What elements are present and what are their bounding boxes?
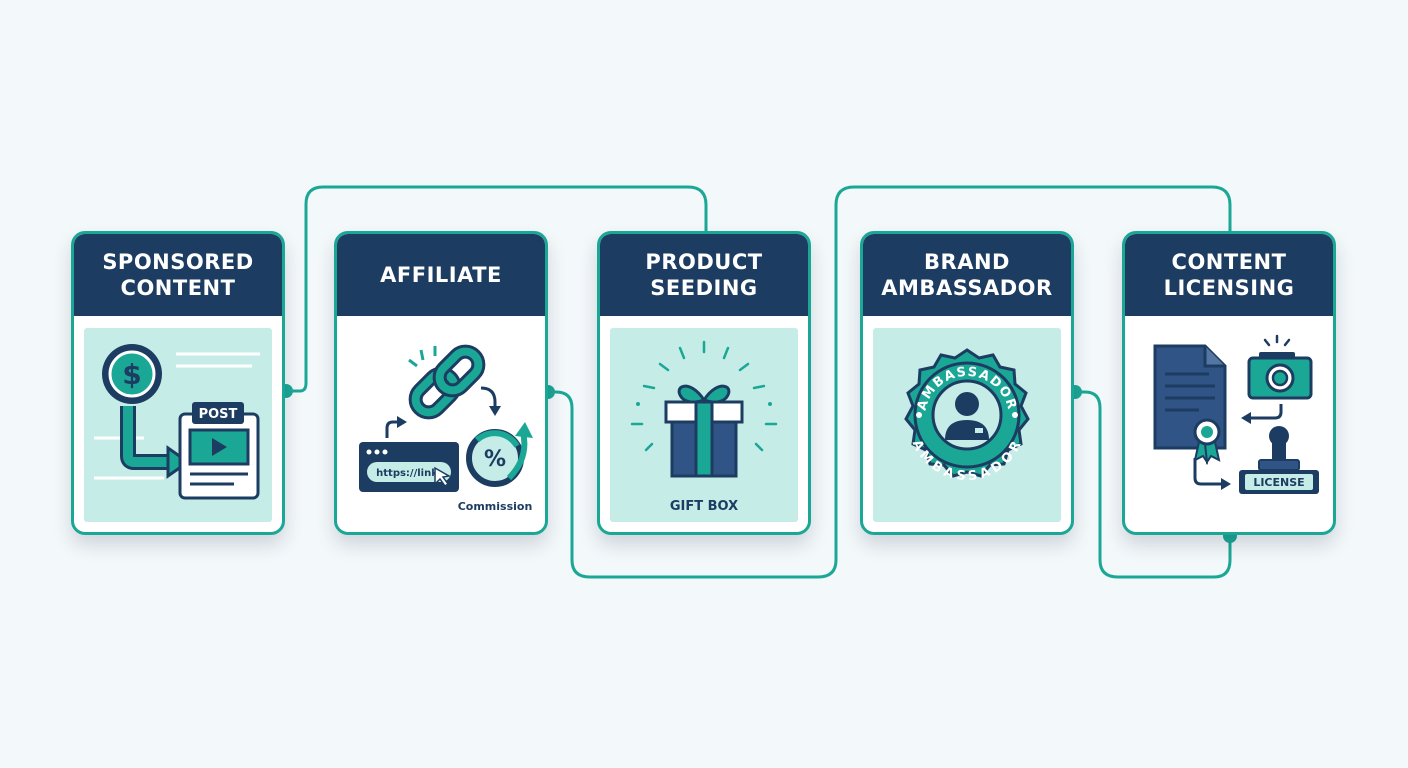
svg-text:$: $ xyxy=(122,358,141,391)
card-product-seeding[interactable]: PRODUCT SEEDING GIF xyxy=(597,231,811,535)
card-title: CONTENT LICENSING xyxy=(1163,250,1295,300)
svg-text:%: % xyxy=(484,447,506,472)
link-commission-icon: https://link % Commission xyxy=(359,344,533,513)
card-header: SPONSORED CONTENT xyxy=(74,234,282,316)
card-header: PRODUCT SEEDING xyxy=(600,234,808,316)
arrow-icon xyxy=(120,406,170,470)
card-brand-ambassador[interactable]: BRAND AMBASSADOR AMBASSADOR AMBASSADOR xyxy=(860,231,1074,535)
certificate-seal-icon xyxy=(1193,418,1221,465)
chain-link-icon xyxy=(408,344,486,420)
card-title: SPONSORED CONTENT xyxy=(102,250,254,300)
card-title: BRAND AMBASSADOR xyxy=(881,250,1053,300)
ambassador-badge-icon: AMBASSADOR AMBASSADOR xyxy=(904,348,1030,484)
dollar-to-post-icon: $ POST xyxy=(94,344,260,500)
card-title: PRODUCT SEEDING xyxy=(645,250,763,300)
play-icon xyxy=(212,438,227,456)
card-illustration: $ POST xyxy=(84,328,272,522)
url-text: https://link xyxy=(376,468,438,479)
card-illustration: https://link % Commission xyxy=(347,328,535,522)
percent-icon: % xyxy=(466,429,524,487)
gift-box-icon: GIFT BOX xyxy=(630,340,778,514)
card-affiliate[interactable]: AFFILIATE https://link xyxy=(334,231,548,535)
bow-icon xyxy=(677,384,731,404)
card-header: AFFILIATE xyxy=(337,234,545,316)
connector-affiliate-to-brand xyxy=(548,185,1232,579)
stamp-icon: LICENSE xyxy=(1239,426,1319,494)
person-icon xyxy=(945,392,989,440)
post-label: POST xyxy=(199,407,238,422)
card-illustration: GIFT BOX xyxy=(610,328,798,522)
card-title: AFFILIATE xyxy=(380,263,502,287)
card-illustration: AMBASSADOR AMBASSADOR xyxy=(873,328,1061,522)
connector-sponsored-to-affiliate xyxy=(286,185,708,393)
card-header: CONTENT LICENSING xyxy=(1125,234,1333,316)
card-content-licensing[interactable]: CONTENT LICENSING xyxy=(1122,231,1336,535)
license-label: LICENSE xyxy=(1253,476,1304,489)
camera-icon xyxy=(1247,352,1313,400)
card-illustration: LICENSE xyxy=(1135,328,1323,522)
cursor-icon xyxy=(434,466,452,488)
card-sponsored-content[interactable]: SPONSORED CONTENT $ POST xyxy=(71,231,285,535)
commission-label: Commission xyxy=(458,500,533,513)
license-stamp-icon: LICENSE xyxy=(1153,334,1319,494)
card-header: BRAND AMBASSADOR xyxy=(863,234,1071,316)
connector-brand-to-licensing xyxy=(1075,390,1232,579)
gift-box-caption: GIFT BOX xyxy=(670,499,738,514)
